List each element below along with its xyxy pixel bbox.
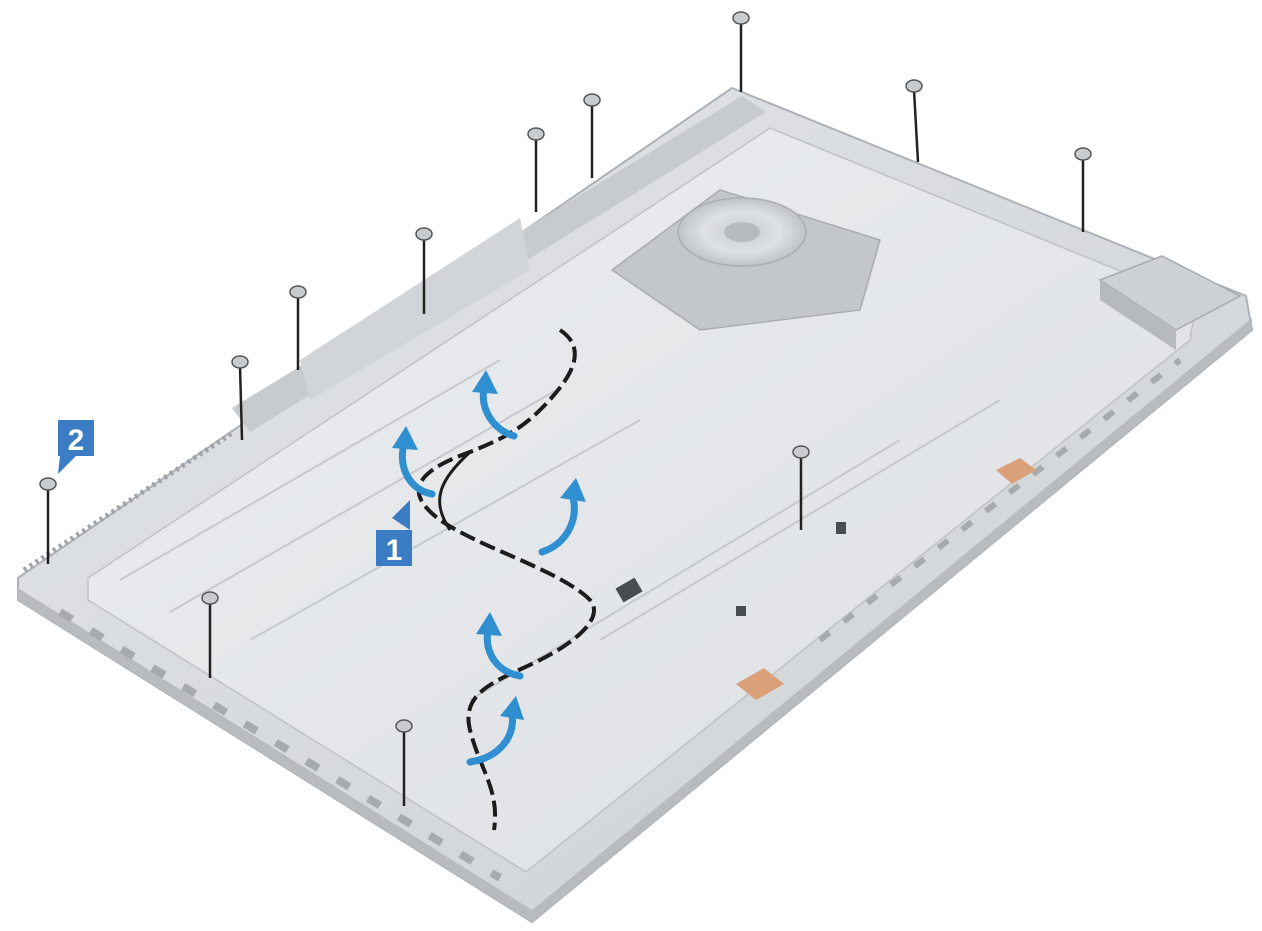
screw-icon — [201, 591, 219, 605]
antenna-cable — [416, 328, 596, 831]
rotate-arrow-icon — [399, 440, 436, 498]
system-fan — [610, 189, 881, 331]
callout-icon — [376, 530, 412, 566]
screw-icon — [792, 445, 810, 459]
rotate-arrow-icon — [479, 384, 518, 440]
screw-icon — [732, 11, 750, 25]
copper-pads — [736, 458, 1036, 700]
screw-icon — [289, 285, 307, 299]
callout-1: 1 — [376, 500, 412, 567]
display-base-plate — [22, 96, 1197, 882]
screw-icon — [231, 355, 249, 369]
screw-icon — [395, 719, 413, 733]
screw-icon — [1074, 147, 1092, 161]
io-bracket — [1098, 255, 1242, 350]
screw-icon — [583, 93, 601, 107]
callout-icon — [58, 420, 94, 456]
screw-icon — [527, 127, 545, 141]
rotate-arrows — [399, 384, 578, 766]
rotate-arrow-heads — [392, 370, 586, 720]
rotate-arrow-icon — [466, 708, 516, 766]
screws — [46, 22, 1085, 806]
rotate-arrow-icon — [483, 626, 524, 680]
screw-icon — [905, 79, 923, 93]
board-components — [615, 522, 846, 616]
screw-icon — [415, 227, 433, 241]
callout-2-label: 2 — [68, 424, 85, 457]
screw-heads — [39, 11, 1092, 733]
callout-1-label: 1 — [386, 534, 403, 567]
callout-2: 2 — [58, 420, 94, 474]
screw-icon — [39, 477, 57, 491]
rotate-arrow-icon — [538, 490, 578, 556]
